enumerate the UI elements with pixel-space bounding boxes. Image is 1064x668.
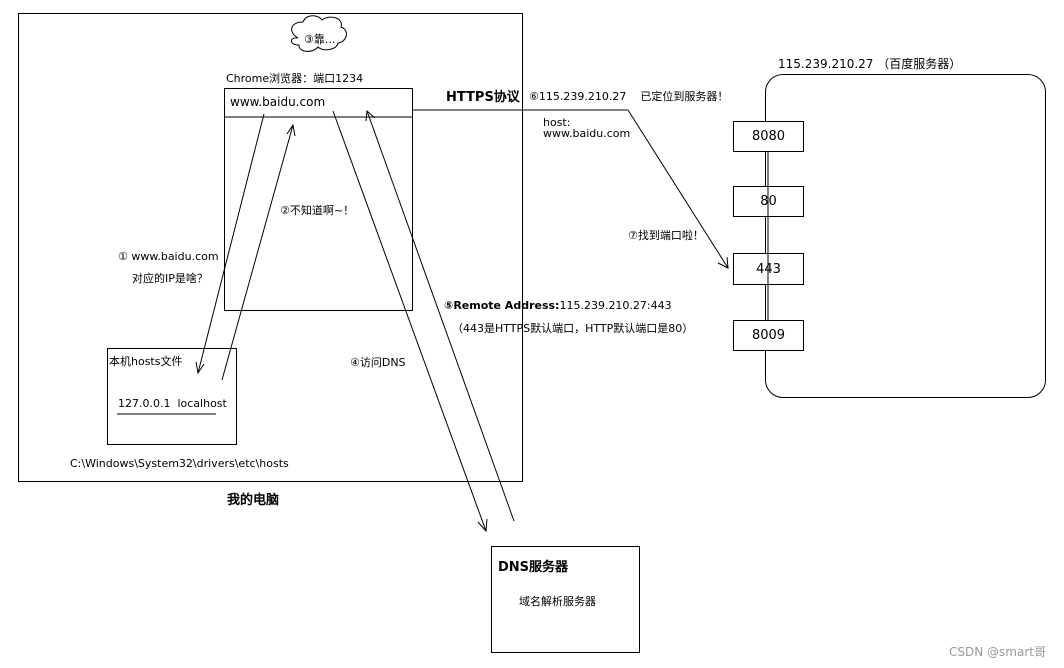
browser-label: Chrome浏览器：端口1234 xyxy=(226,72,364,85)
server-port-8009: 8009 xyxy=(733,320,804,351)
dns-server-box xyxy=(491,546,640,653)
hosts-entry: 127.0.0.1 localhost xyxy=(118,397,227,410)
dns-server-subtitle: 域名解析服务器 xyxy=(519,595,596,608)
step7-arrow xyxy=(627,109,729,269)
step7-label: ⑦找到端口啦！ xyxy=(628,229,704,242)
step1-line1: ① www.baidu.com xyxy=(118,250,219,263)
host-header-value: www.baidu.com xyxy=(543,127,631,140)
step2-arrow xyxy=(221,124,294,381)
step1-arrow xyxy=(197,113,265,374)
browser-window xyxy=(224,88,413,311)
step4-label: ④访问DNS xyxy=(350,356,406,369)
step5-bold: ⑤Remote Address: xyxy=(444,299,560,312)
https-protocol-label: HTTPS协议 xyxy=(446,90,520,105)
hosts-file-box xyxy=(107,348,237,445)
step5-note: （443是HTTPS默认端口，HTTP默认端口是80） xyxy=(452,322,694,335)
hosts-file-title: 本机hosts文件 xyxy=(109,355,183,368)
step2-label: ②不知道啊~！ xyxy=(280,204,355,217)
server-port-8080: 8080 xyxy=(733,121,804,152)
dns-server-title: DNS服务器 xyxy=(498,560,569,575)
step6-label: ⑥115.239.210.27 已定位到服务器！ xyxy=(529,90,729,103)
step4-arrow xyxy=(332,110,487,532)
server-box xyxy=(765,74,1046,398)
thought-bubble-text: ③靠... xyxy=(304,33,336,46)
step5-value: 115.239.210.27:443 xyxy=(559,299,672,312)
csdn-watermark: CSDN @smart哥 xyxy=(949,645,1046,659)
step5-arrow xyxy=(366,110,515,522)
server-title: 115.239.210.27 （百度服务器） xyxy=(778,57,962,71)
host-header-label: host: xyxy=(543,116,571,129)
my-computer-box xyxy=(18,13,523,482)
my-computer-caption: 我的电脑 xyxy=(227,493,280,508)
step1-line2: 对应的IP是啥？ xyxy=(132,272,208,285)
hosts-path: C:\Windows\System32\drivers\etc\hosts xyxy=(70,457,289,470)
step5-label: ⑤Remote Address:115.239.210.27:443 xyxy=(444,299,672,312)
thought-bubble-icon xyxy=(290,15,347,52)
browser-address-bar[interactable]: www.baidu.com xyxy=(230,95,326,109)
